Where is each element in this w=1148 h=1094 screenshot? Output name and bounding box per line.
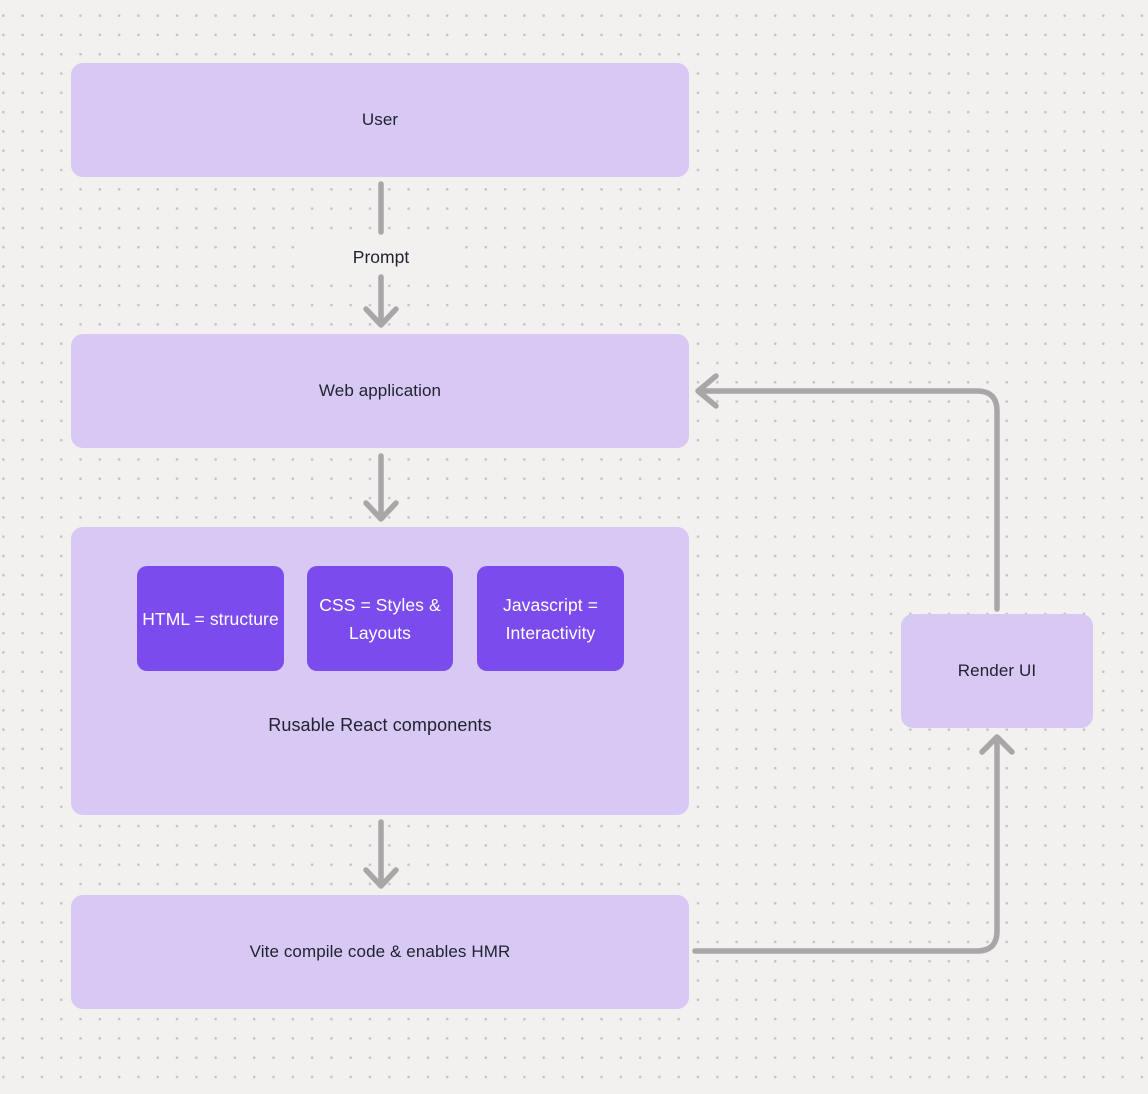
subnode-css-label: CSS = Styles & Layouts [319,594,441,643]
connector-label-prompt[interactable]: Prompt [310,245,452,270]
arrowhead-down-web-components [363,500,399,522]
subnode-javascript-label: Javascript = Interactivity [502,594,599,643]
connector-vite-render[interactable] [692,737,1000,954]
arrowhead-left-render-web [695,373,719,409]
node-user[interactable]: User [71,63,689,177]
node-react-components-group[interactable]: HTML = structure CSS = Styles & Layouts … [71,527,689,815]
node-render-ui-label: Render UI [957,661,1037,680]
node-user-label: User [361,110,399,129]
subnode-html[interactable]: HTML = structure [137,566,284,671]
arrowhead-up-vite-render [979,734,1015,755]
connector-render-web[interactable] [698,388,1000,612]
node-web-application[interactable]: Web application [71,334,689,448]
subnode-html-label: HTML = structure [142,608,279,629]
group-caption-reusable-components: Rusable React components [268,715,492,735]
subnode-css[interactable]: CSS = Styles & Layouts [307,566,453,671]
arrowhead-down-components-vite [363,867,399,889]
node-vite-label: Vite compile code & enables HMR [249,942,511,961]
subnode-javascript[interactable]: Javascript = Interactivity [477,566,624,671]
node-vite[interactable]: Vite compile code & enables HMR [71,895,689,1009]
arrowhead-down-user-web [363,306,399,328]
node-web-application-label: Web application [318,381,442,400]
node-render-ui[interactable]: Render UI [901,614,1093,728]
